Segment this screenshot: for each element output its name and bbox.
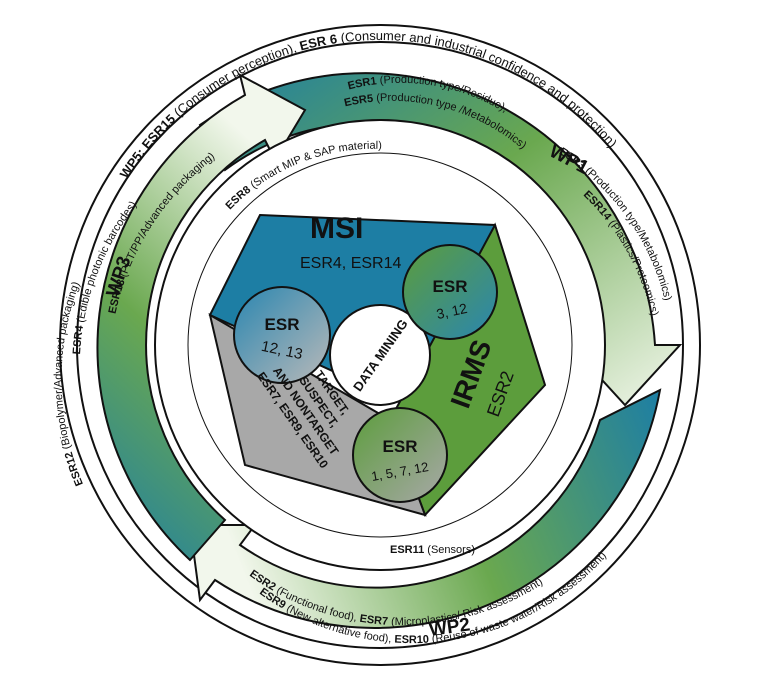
circle-tr-nums: 3, 12: [435, 300, 469, 322]
circle-tr-title: ESR: [433, 277, 468, 296]
inner-ring-line: [187, 152, 573, 538]
outer-ring: [59, 24, 701, 666]
wp2-arrow: [188, 388, 662, 629]
esr11-text: ESR11 (Sensors): [390, 544, 475, 556]
msi-subtitle: ESR4, ESR14: [300, 255, 401, 272]
esr-circle-3-12: [402, 244, 498, 340]
circle-tl-title: ESR: [265, 315, 300, 334]
msi-title: MSI: [310, 212, 363, 245]
circle-b-title: ESR: [383, 437, 418, 456]
wp3-arrow: [96, 73, 307, 562]
data-mining-circle: [329, 304, 431, 406]
esr-circle-1-5-7-12: [352, 407, 448, 503]
outer-ring-inner: [76, 41, 684, 649]
esr-circle-12-13: [233, 286, 331, 384]
wp-arrow-ring: [96, 72, 683, 629]
